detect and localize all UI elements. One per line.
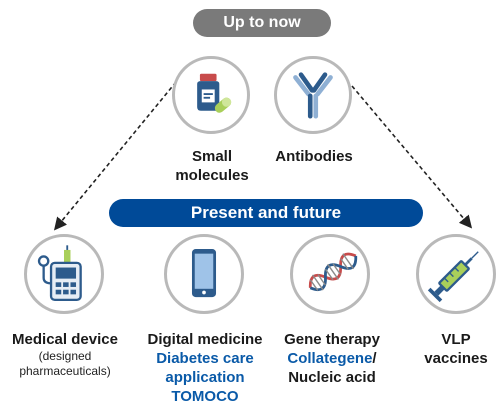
small-molecules-line2: molecules bbox=[175, 167, 249, 184]
antibodies-text: Antibodies bbox=[275, 148, 353, 165]
medical-device-sub1: (designed bbox=[38, 349, 92, 363]
arrow-left bbox=[53, 81, 177, 231]
small-molecules-circle bbox=[172, 56, 250, 134]
tomoco-text: TOMOCO bbox=[171, 388, 239, 405]
application-text: application bbox=[165, 369, 245, 386]
medical-device-circle bbox=[24, 234, 104, 314]
medical-device-sub2: pharmaceuticals) bbox=[19, 364, 111, 378]
pill-bottle-icon bbox=[197, 73, 232, 113]
up-to-now-header: Up to now bbox=[193, 9, 331, 37]
antibody-icon bbox=[293, 72, 333, 119]
nucleic-acid-text: Nucleic acid bbox=[288, 369, 376, 386]
medical-device-label: Medical device (designed pharmaceuticals… bbox=[0, 330, 130, 379]
gene-therapy-title: Gene therapy bbox=[284, 331, 380, 348]
diabetes-care-text: Diabetes care bbox=[156, 350, 254, 367]
small-molecules-line1: Small bbox=[191, 148, 233, 165]
vlp-text: VLP bbox=[441, 331, 471, 348]
smartphone-icon bbox=[191, 249, 217, 298]
digital-medicine-title: Digital medicine bbox=[147, 331, 263, 348]
arrow-right bbox=[351, 85, 473, 229]
collategene-text: Collategene bbox=[287, 350, 373, 367]
dna-icon bbox=[308, 252, 358, 292]
gene-therapy-circle bbox=[290, 234, 370, 314]
vlp-vaccines-circle bbox=[416, 234, 496, 314]
medical-device-title: Medical device bbox=[12, 331, 118, 348]
vaccines-text: vaccines bbox=[424, 350, 488, 367]
antibodies-circle bbox=[274, 56, 352, 134]
small-molecules-label: Small molecules bbox=[168, 147, 256, 185]
insulin-pump-icon bbox=[37, 245, 82, 302]
slash-text: / bbox=[372, 350, 377, 367]
gene-therapy-label: Gene therapy Collategene/ Nucleic acid bbox=[272, 330, 392, 387]
digital-medicine-label: Digital medicine Diabetes care applicati… bbox=[130, 330, 280, 406]
present-and-future-header: Present and future bbox=[109, 199, 423, 227]
digital-medicine-circle bbox=[164, 234, 244, 314]
antibodies-label: Antibodies bbox=[266, 147, 362, 166]
vlp-vaccines-label: VLP vaccines bbox=[416, 330, 496, 368]
syringe-icon bbox=[427, 251, 479, 303]
